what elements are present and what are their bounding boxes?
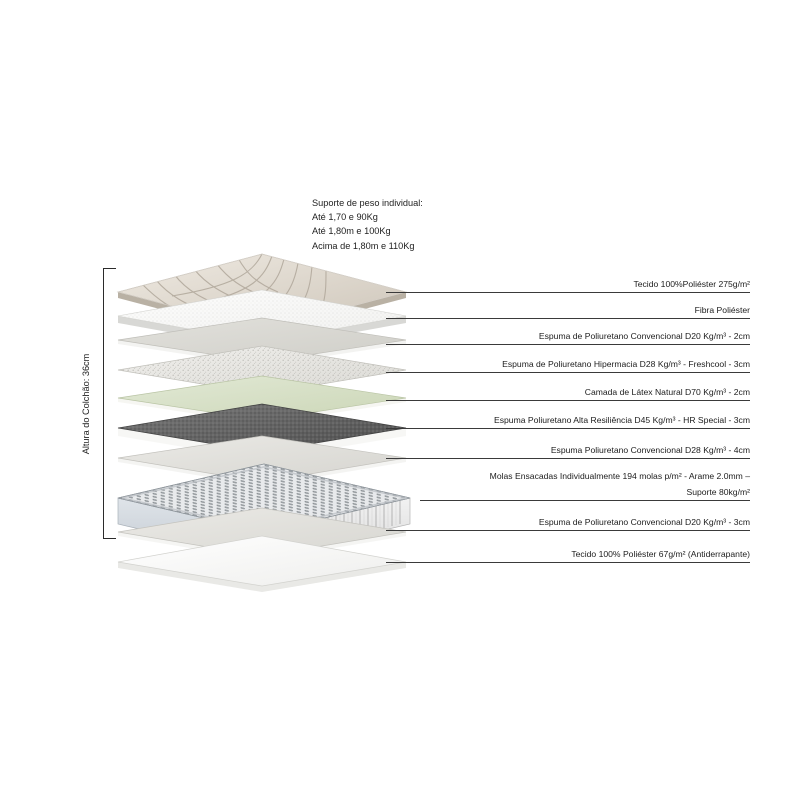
- leader-line-top-cover: [386, 292, 750, 293]
- height-bracket: Altura do Colchão: 36cm: [81, 268, 116, 539]
- label-pocket-springs-line-2: Suporte 80kg/m²: [686, 487, 750, 497]
- leader-line-foam-d20-3cm: [386, 530, 750, 531]
- layer-bottom-cover: [112, 534, 412, 592]
- weight-support-line-3: Acima de 1,80m e 110Kg: [312, 240, 415, 251]
- label-fiber: Fibra Poliéster: [694, 305, 750, 315]
- label-foam-d28-4cm: Espuma Poliuretano Convencional D28 Kg/m…: [550, 445, 750, 455]
- label-foam-d28-freshcool: Espuma de Poliuretano Hipermacia D28 Kg/…: [502, 359, 750, 369]
- leader-line-foam-d28-4cm: [386, 458, 750, 459]
- weight-support-line-2: Até 1,80m e 100Kg: [312, 226, 391, 237]
- leader-line-bottom-cover: [386, 562, 750, 563]
- leader-line-hr-d45: [386, 428, 750, 429]
- height-bracket-label: Altura do Colchão: 36cm: [81, 353, 91, 454]
- weight-support-note: Suporte de peso individual: Até 1,70 e 9…: [312, 196, 423, 253]
- label-pocket-springs-line-1: Molas Ensacadas Individualmente 194 mola…: [489, 471, 750, 481]
- label-top-cover: Tecido 100%Poliéster 275g/m²: [633, 279, 750, 289]
- label-foam-d20-3cm: Espuma de Poliuretano Convencional D20 K…: [538, 517, 750, 527]
- label-hr-d45: Espuma Poliuretano Alta Resiliência D45 …: [493, 415, 750, 425]
- leader-line-foam-d20-2cm: [386, 344, 750, 345]
- weight-support-line-1: Até 1,70 e 90Kg: [312, 212, 378, 223]
- label-bottom-cover: Tecido 100% Poliéster 67g/m² (Antiderrap…: [571, 549, 750, 559]
- leader-line-foam-d28-freshcool: [386, 372, 750, 373]
- leader-line-pocket-springs: [420, 500, 750, 501]
- leader-line-fiber: [386, 318, 750, 319]
- label-foam-d20-2cm: Espuma de Poliuretano Convencional D20 K…: [538, 331, 750, 341]
- label-latex-d70: Camada de Látex Natural D70 Kg/m³ - 2cm: [584, 387, 750, 397]
- weight-support-heading: Suporte de peso individual:: [312, 198, 423, 208]
- leader-line-latex-d70: [386, 400, 750, 401]
